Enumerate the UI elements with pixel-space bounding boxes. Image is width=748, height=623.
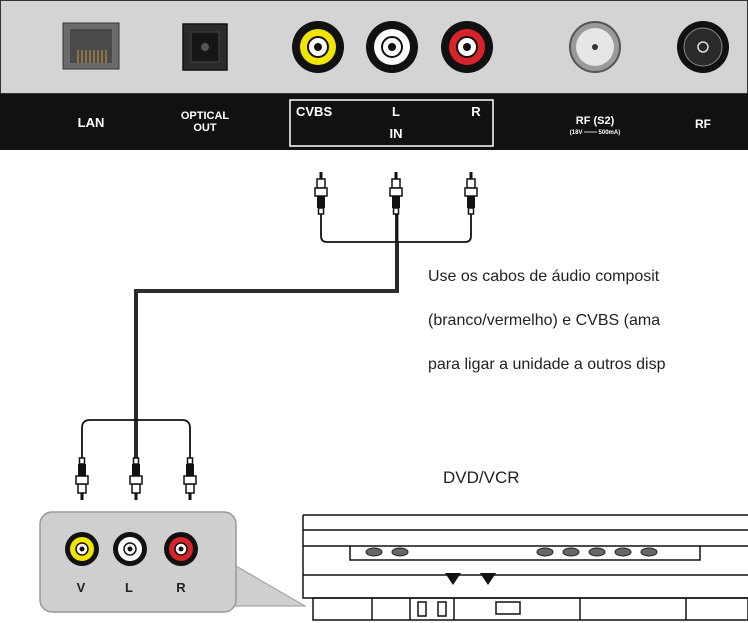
rf-port bbox=[677, 21, 729, 73]
device-jack-r-label: R bbox=[176, 580, 186, 595]
rf-s2-label: RF (S2) bbox=[576, 115, 615, 127]
optical-label-line2: OUT bbox=[193, 122, 217, 134]
jack-audio-left bbox=[366, 21, 418, 73]
dvd-vcr-device bbox=[302, 514, 748, 621]
rf-label: RF bbox=[695, 117, 711, 131]
bottom-plug-r bbox=[183, 457, 197, 501]
optical-label-line1: OPTICAL bbox=[181, 110, 230, 122]
device-jack-l bbox=[113, 532, 147, 566]
input-group-box bbox=[289, 99, 494, 147]
bottom-plug-v bbox=[75, 457, 89, 501]
lan-label: LAN bbox=[78, 115, 105, 130]
cvbs-label: CVBS bbox=[296, 104, 332, 119]
instruction-line-3: para ligar a unidade a outros disp bbox=[428, 356, 666, 373]
optical-port bbox=[182, 23, 228, 71]
rf-s2-port bbox=[569, 21, 621, 73]
top-plug-r bbox=[464, 171, 478, 215]
device-buttons bbox=[365, 547, 658, 557]
cable bbox=[81, 214, 472, 458]
top-plug-l bbox=[389, 171, 403, 215]
instruction-line-2: (branco/vermelho) e CVBS (ama bbox=[428, 312, 661, 329]
rf-s2-sublabel: (18V ═══ 500mA) bbox=[570, 130, 620, 136]
lan-port bbox=[62, 22, 120, 70]
device-jack-v-label: V bbox=[77, 580, 86, 595]
l-label: L bbox=[392, 104, 400, 119]
bottom-plug-l bbox=[129, 457, 143, 501]
in-label: IN bbox=[390, 126, 403, 141]
jack-audio-right bbox=[441, 21, 493, 73]
device-jack-v bbox=[65, 532, 99, 566]
top-plug-cvbs bbox=[314, 171, 328, 215]
device-jack-l-label: L bbox=[125, 580, 133, 595]
rear-panel bbox=[0, 0, 748, 150]
device-title: DVD/VCR bbox=[443, 468, 520, 487]
instruction-line-1: Use os cabos de áudio composit bbox=[428, 268, 660, 285]
device-indicator-arrows bbox=[445, 573, 496, 585]
r-label: R bbox=[471, 104, 481, 119]
device-jack-r bbox=[164, 532, 198, 566]
jack-cvbs bbox=[292, 21, 344, 73]
